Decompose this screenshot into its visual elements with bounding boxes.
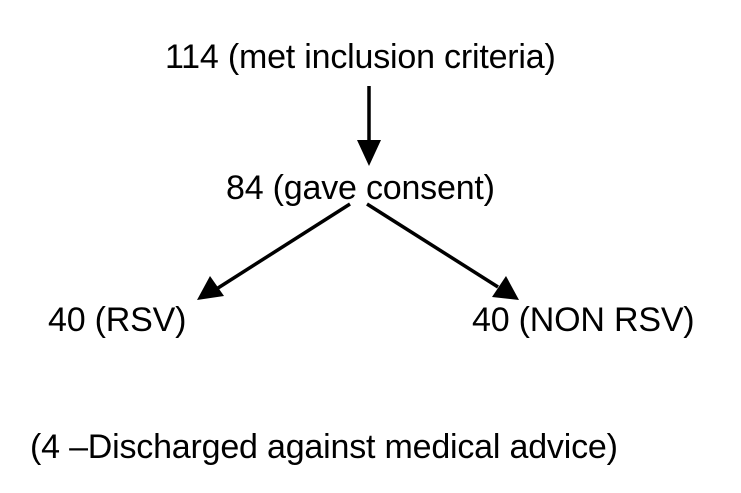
footnote-discharged: (4 –Discharged against medical advice) <box>30 428 618 466</box>
node-non-rsv: 40 (NON RSV) <box>472 301 695 339</box>
node-gave-consent: 84 (gave consent) <box>226 169 495 207</box>
arrow-middle-to-left <box>197 202 351 300</box>
node-met-inclusion: 114 (met inclusion criteria) <box>165 38 556 76</box>
node-rsv: 40 (RSV) <box>48 301 187 339</box>
arrow-middle-to-right <box>366 202 519 300</box>
arrow-top-to-middle <box>357 86 381 166</box>
